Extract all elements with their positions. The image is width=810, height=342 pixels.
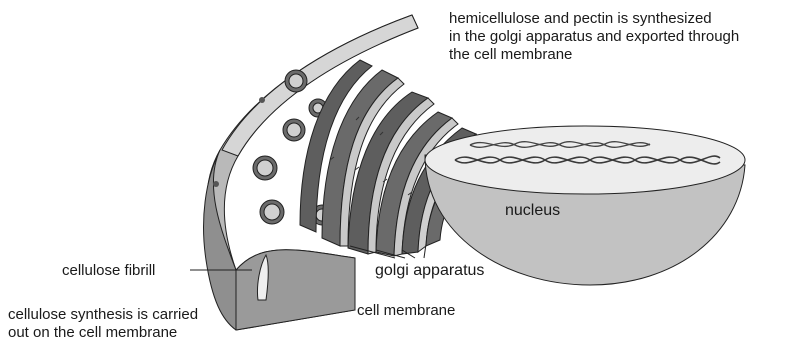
cellulose-fibrill-label: cellulose fibrill — [62, 262, 155, 280]
vesicle — [253, 156, 277, 180]
hemicellulose-pectin-label: hemicellulose and pectin is synthesized … — [449, 10, 739, 64]
vesicle — [260, 200, 284, 224]
hemicellulose-line-2: in the golgi apparatus and exported thro… — [449, 28, 739, 46]
golgi-apparatus-label: golgi apparatus — [375, 262, 484, 280]
wall-pore — [213, 181, 219, 187]
nucleus-label: nucleus — [505, 202, 560, 220]
cell-membrane-label: cell membrane — [357, 302, 455, 320]
vesicle — [285, 70, 307, 92]
hemicellulose-line-3: the cell membrane — [449, 46, 739, 64]
cell-wall-front — [236, 250, 355, 330]
cellulose-synthesis-line-2: out on the cell membrane — [8, 324, 198, 342]
cellulose-synthesis-line-1: cellulose synthesis is carried — [8, 306, 198, 324]
vesicle — [283, 119, 305, 141]
hemicellulose-line-1: hemicellulose and pectin is synthesized — [449, 10, 739, 28]
cellulose-synthesis-label: cellulose synthesis is carried out on th… — [8, 306, 198, 342]
nucleus-cut-surface — [425, 126, 745, 194]
wall-pore — [259, 97, 265, 103]
